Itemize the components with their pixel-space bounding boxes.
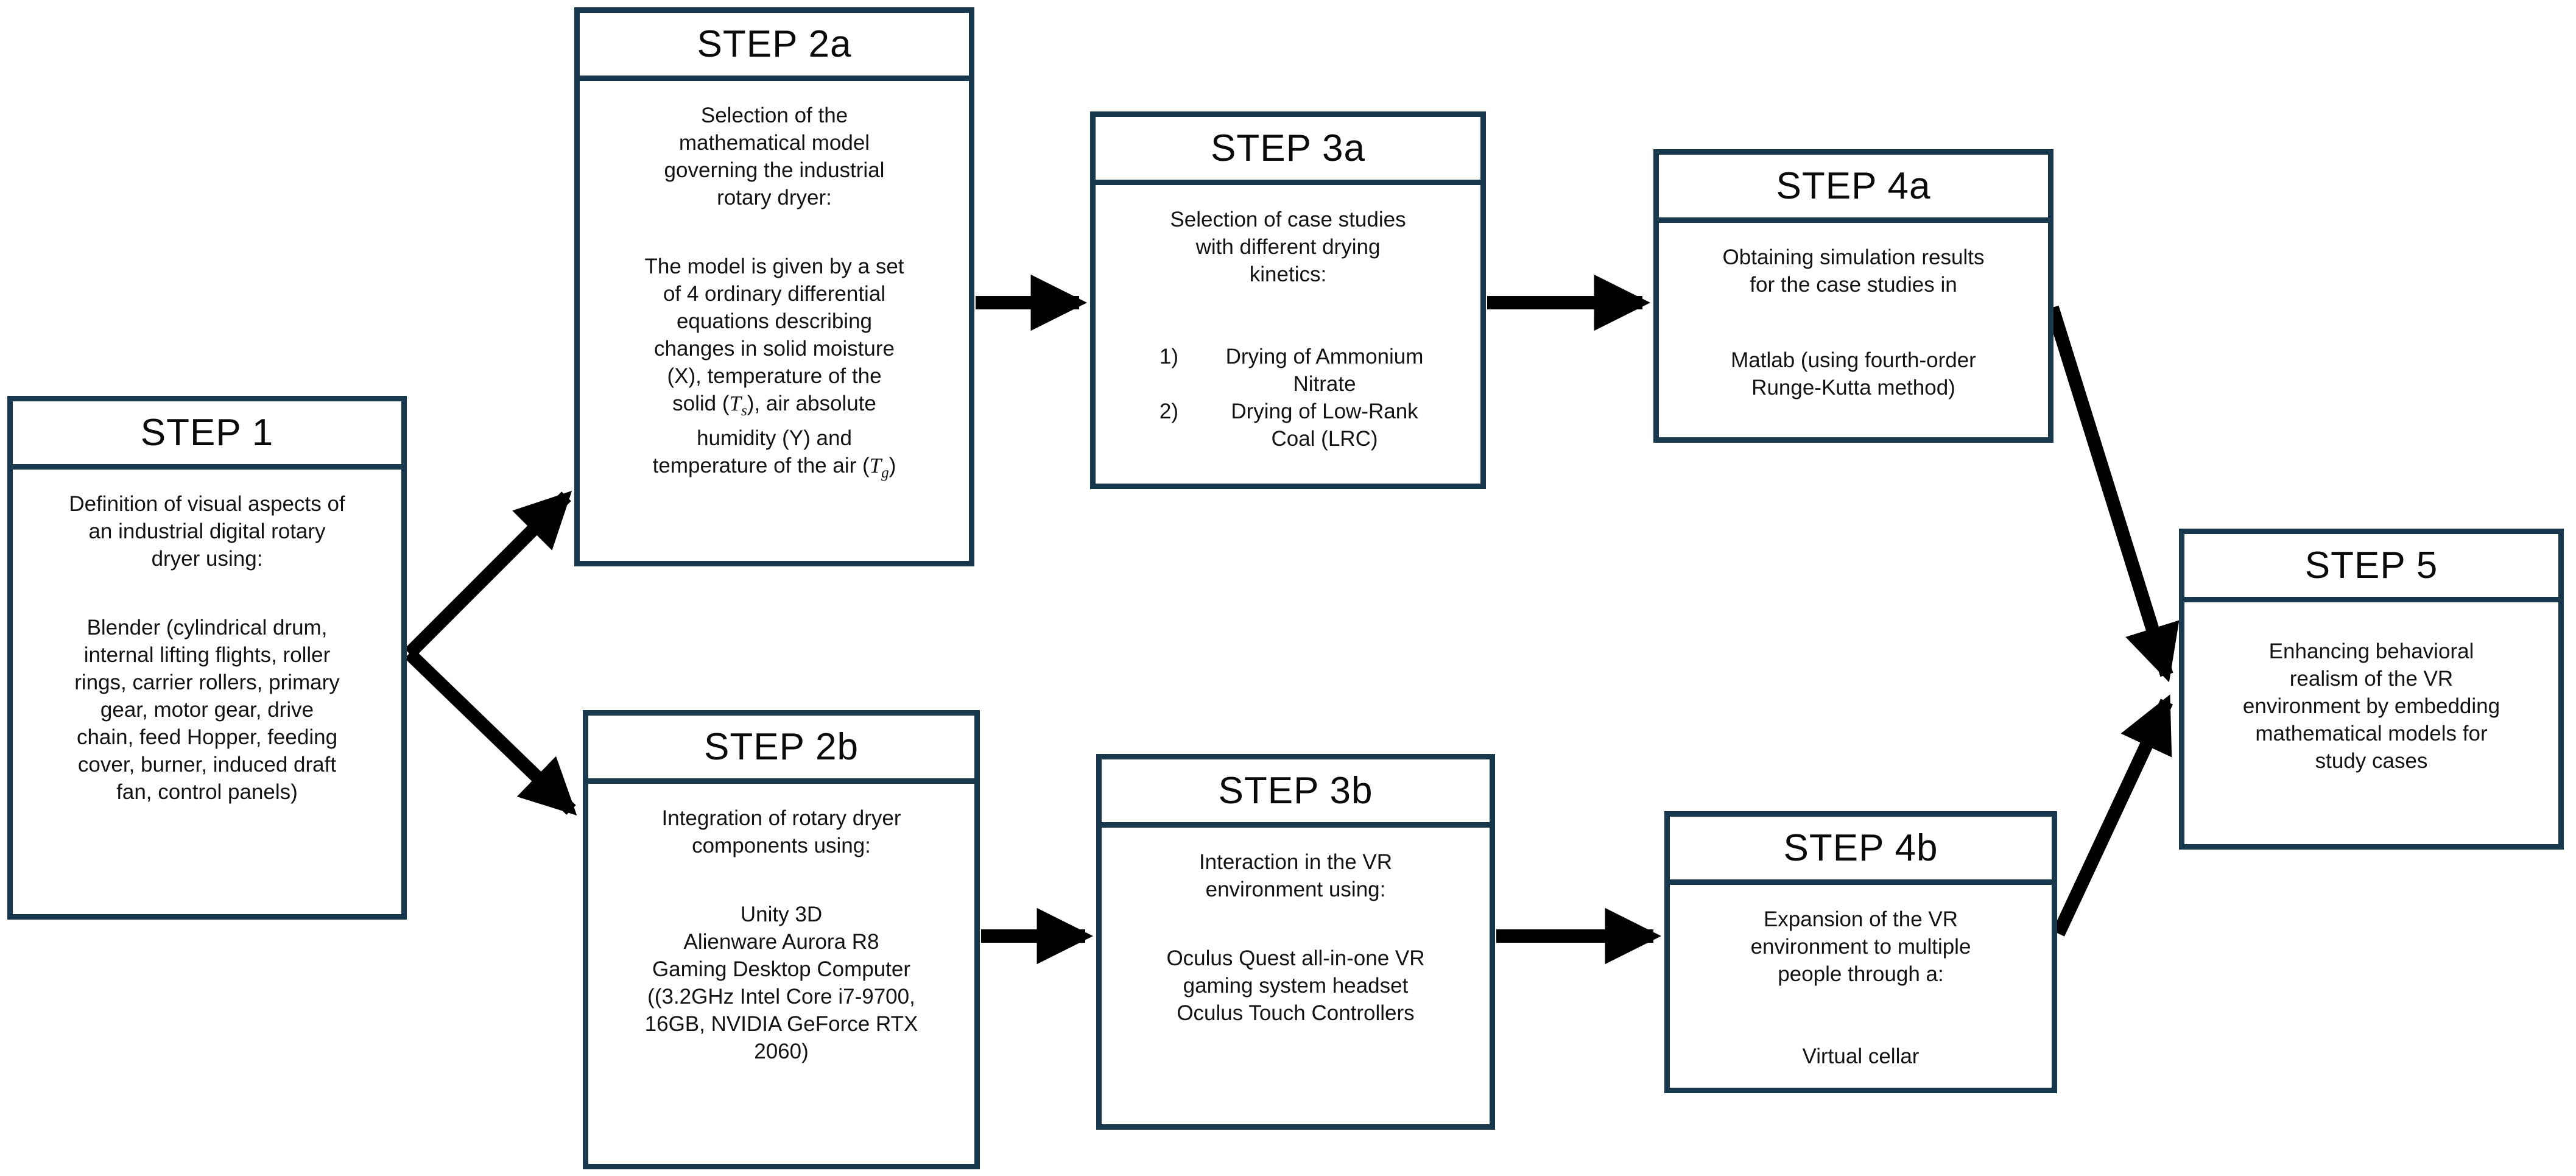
body-line: gear, motor gear, drive (100, 697, 314, 722)
box-step-2a-body: Selection of the mathematical model govern… (580, 81, 969, 487)
body-line: kinetics: (1249, 262, 1327, 286)
body-line: cover, burner, induced draft (77, 752, 337, 776)
body-line: Interaction in the VR (1198, 850, 1393, 874)
body-line: Integration of rotary dryer (661, 806, 901, 830)
body-line: Enhancing behavioral (2268, 639, 2474, 663)
box-step-5-title: STEP 5 (2184, 534, 2558, 602)
box-step-3a: STEP 3a Selection of case studies with di… (1090, 111, 1486, 489)
box-step-3b: STEP 3b Interaction in the VR environment… (1096, 754, 1495, 1130)
box-step-4b-title: STEP 4b (1670, 817, 2052, 885)
box-step-1-body: Definition of visual aspects of an indust… (13, 470, 401, 806)
spacer (1117, 903, 1474, 945)
box-step-1-title: STEP 1 (13, 401, 401, 470)
box-step-1: STEP 1 Definition of visual aspects of an… (7, 396, 407, 920)
body-line: 16GB, NVIDIA GeForce RTX (644, 1012, 918, 1036)
body-line: Blender (cylindrical drum, (86, 615, 328, 639)
body-line: Alienware Aurora R8 (683, 929, 879, 954)
box-step-2b-body: Integration of rotary dryer components us… (588, 784, 974, 1065)
box-step-3b-title: STEP 3b (1102, 759, 1490, 828)
body-line: components using: (692, 834, 871, 857)
math-symbol: Tg (869, 453, 889, 481)
body-line: study cases (2315, 749, 2428, 773)
box-step-3a-body: Selection of case studies with different … (1096, 185, 1480, 452)
box-step-5: STEP 5 Enhancing behavioral realism of th… (2179, 529, 2564, 850)
body-line: (X), temperature of the (667, 364, 882, 388)
body-line: Unity 3D (740, 902, 823, 926)
body-line: Drying of Low-Rank (1231, 400, 1418, 423)
body-line: fan, control panels) (116, 780, 298, 804)
body-line: mathematical models for (2255, 722, 2488, 745)
body-line: of 4 ordinary differential (663, 281, 886, 306)
body-line: solid (Ts), air absolute (672, 391, 876, 419)
body-line: changes in solid moisture (654, 336, 895, 361)
spacer (604, 859, 959, 901)
body-line: Nitrate (1293, 372, 1356, 396)
arrow-step4b-to-step5 (2052, 694, 2173, 937)
body-line: Virtual cellar (1802, 1044, 1920, 1068)
body-line: gaming system headset (1183, 973, 1409, 998)
body-line: rotary dryer: (717, 186, 832, 209)
list-number: 2) (1159, 400, 1178, 423)
body-line: Selection of the (700, 104, 848, 127)
spacer (1111, 288, 1465, 343)
body-line: Definition of visual aspects of (69, 492, 345, 516)
body-line: ((3.2GHz Intel Core i7-9700, (647, 984, 915, 1009)
spacer (1675, 298, 2032, 347)
box-step-2a-title: STEP 2a (580, 13, 969, 81)
body-line: with different drying (1195, 235, 1381, 259)
box-step-2b-title: STEP 2b (588, 716, 974, 784)
spacer (596, 211, 953, 253)
body-line: environment by embedding (2242, 694, 2500, 718)
body-line: mathematical model (678, 131, 870, 155)
body-line: temperature of the air (Tg) (652, 453, 896, 481)
body-line: internal lifting flights, roller (83, 643, 331, 667)
box-step-4a-title: STEP 4a (1659, 155, 2048, 223)
body-line: rings, carrier rollers, primary (74, 670, 340, 694)
body-line: The model is given by a set (644, 254, 904, 278)
arrow-step1-to-step2b (404, 649, 577, 815)
list-number: 1) (1159, 345, 1178, 368)
body-line: dryer using: (151, 547, 263, 571)
body-line: environment using: (1205, 878, 1386, 901)
box-step-2b: STEP 2b Integration of rotary dryer compo… (583, 710, 980, 1169)
body-line: chain, feed Hopper, feeding (76, 725, 338, 749)
box-step-4a: STEP 4a Obtaining simulation results for … (1653, 149, 2053, 443)
body-line: Runge-Kutta method) (1751, 375, 1955, 400)
body-line: humidity (Y) and (697, 426, 852, 450)
body-line: equations describing (676, 309, 873, 333)
body-line: environment to multiple (1750, 935, 1971, 959)
body-line: 2060) (754, 1039, 809, 1063)
body-line: governing the industrial (664, 158, 885, 182)
arrow-step4a-to-step5 (2046, 305, 2180, 683)
arrow-step1-to-step2a (404, 490, 572, 658)
body-line: an industrial digital rotary (88, 519, 326, 543)
box-step-3b-body: Interaction in the VR environment using: O… (1102, 828, 1490, 1027)
body-line: for the case studies in (1750, 273, 1957, 297)
box-step-4b-body: Expansion of the VR environment to multip… (1670, 885, 2052, 1070)
box-step-4a-body: Obtaining simulation results for the case… (1659, 223, 2048, 401)
box-step-4b: STEP 4b Expansion of the VR environment t… (1664, 811, 2057, 1093)
body-line: Drying of Ammonium (1225, 345, 1424, 368)
body-line: Oculus Quest all-in-one VR (1166, 946, 1425, 970)
body-line: Coal (LRC) (1271, 427, 1378, 451)
body-line: realism of the VR (2289, 667, 2454, 691)
spacer (29, 572, 385, 614)
box-step-3a-title: STEP 3a (1096, 117, 1480, 185)
math-symbol: Ts (729, 391, 747, 419)
body-line: Matlab (using fourth-order (1731, 348, 1976, 372)
body-line: Obtaining simulation results (1722, 245, 1985, 269)
box-step-2a: STEP 2a Selection of the mathematical mod… (574, 7, 974, 566)
body-line: Expansion of the VR (1763, 907, 1958, 931)
body-line: Oculus Touch Controllers (1177, 1001, 1415, 1025)
box-step-5-body: Enhancing behavioral realism of the VR env… (2184, 602, 2558, 775)
body-line: people through a: (1778, 962, 1944, 986)
body-line: Selection of case studies (1170, 208, 1406, 231)
spacer (1686, 988, 2036, 1043)
body-line: Gaming Desktop Computer (652, 957, 911, 981)
